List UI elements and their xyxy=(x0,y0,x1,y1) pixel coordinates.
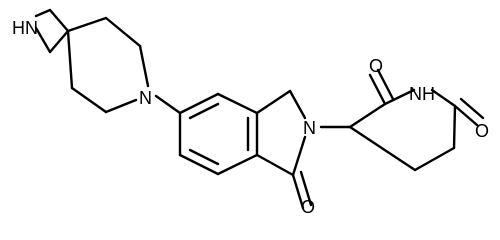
bond-g-c5-c4 xyxy=(413,146,456,172)
bond-ch2-top-spiro xyxy=(48,8,70,33)
bond-pip-right-n xyxy=(138,44,150,88)
bond-pip-upper-right xyxy=(104,16,142,48)
bond-pip-left-spiro xyxy=(66,29,74,90)
bond-lactam-co xyxy=(291,173,305,210)
azetidine-nh-label: HN xyxy=(12,18,38,38)
bond-ar-inner-3 xyxy=(188,148,220,166)
bonds xyxy=(34,8,485,210)
bond-ch2-bottom-hn xyxy=(34,26,52,54)
bond-top-co-double xyxy=(376,68,395,101)
bond-spiro-pip-upper xyxy=(66,16,108,33)
glutarimide-nh-label: NH xyxy=(409,84,435,104)
structure-diagram: HN N N NH O O O xyxy=(12,8,489,217)
bond-right-co-double xyxy=(459,97,485,120)
glutarimide-top-oxygen-label: O xyxy=(369,56,383,76)
bond-spiro-ch2-bottom xyxy=(48,29,70,54)
bond-co-aryl xyxy=(255,153,295,177)
bond-g-nh-c6 xyxy=(430,88,457,108)
bond-ar-inner-1 xyxy=(188,102,220,120)
bond-g-c6-c5 xyxy=(452,104,457,150)
bond-ar-c2-c3 xyxy=(216,92,259,115)
glutarimide-right-oxygen-label: O xyxy=(475,121,489,141)
bond-ar-c1-c2 xyxy=(178,92,220,115)
bond-n-pip-lower xyxy=(104,98,138,114)
lactam-n-label: N xyxy=(303,118,316,138)
bond-g-c2-nh xyxy=(383,88,416,106)
bond-g-c4-c3 xyxy=(348,125,417,172)
lactam-oxygen-label: O xyxy=(301,197,315,217)
bond-ch2-lactam xyxy=(255,89,292,115)
bond-n-co xyxy=(291,135,307,177)
bond-ar-c5-c6 xyxy=(178,153,220,176)
bond-top-co xyxy=(368,73,387,106)
bond-pip-lower-left xyxy=(70,86,108,114)
piperidine-n-label: N xyxy=(139,88,152,108)
bond-g-c3-c2 xyxy=(348,102,387,129)
bond-right-co xyxy=(453,104,479,127)
bond-lactam-co-double xyxy=(299,170,313,207)
bond-ch2-n xyxy=(288,89,307,120)
bond-n-aryl xyxy=(154,94,182,115)
atom-labels: HN N N NH O O O xyxy=(12,18,489,217)
molecule-canvas: HN N N NH O O O xyxy=(12,8,490,217)
bond-ar-c4-c5 xyxy=(216,153,259,176)
bond-hn-ch2-top xyxy=(34,8,52,18)
